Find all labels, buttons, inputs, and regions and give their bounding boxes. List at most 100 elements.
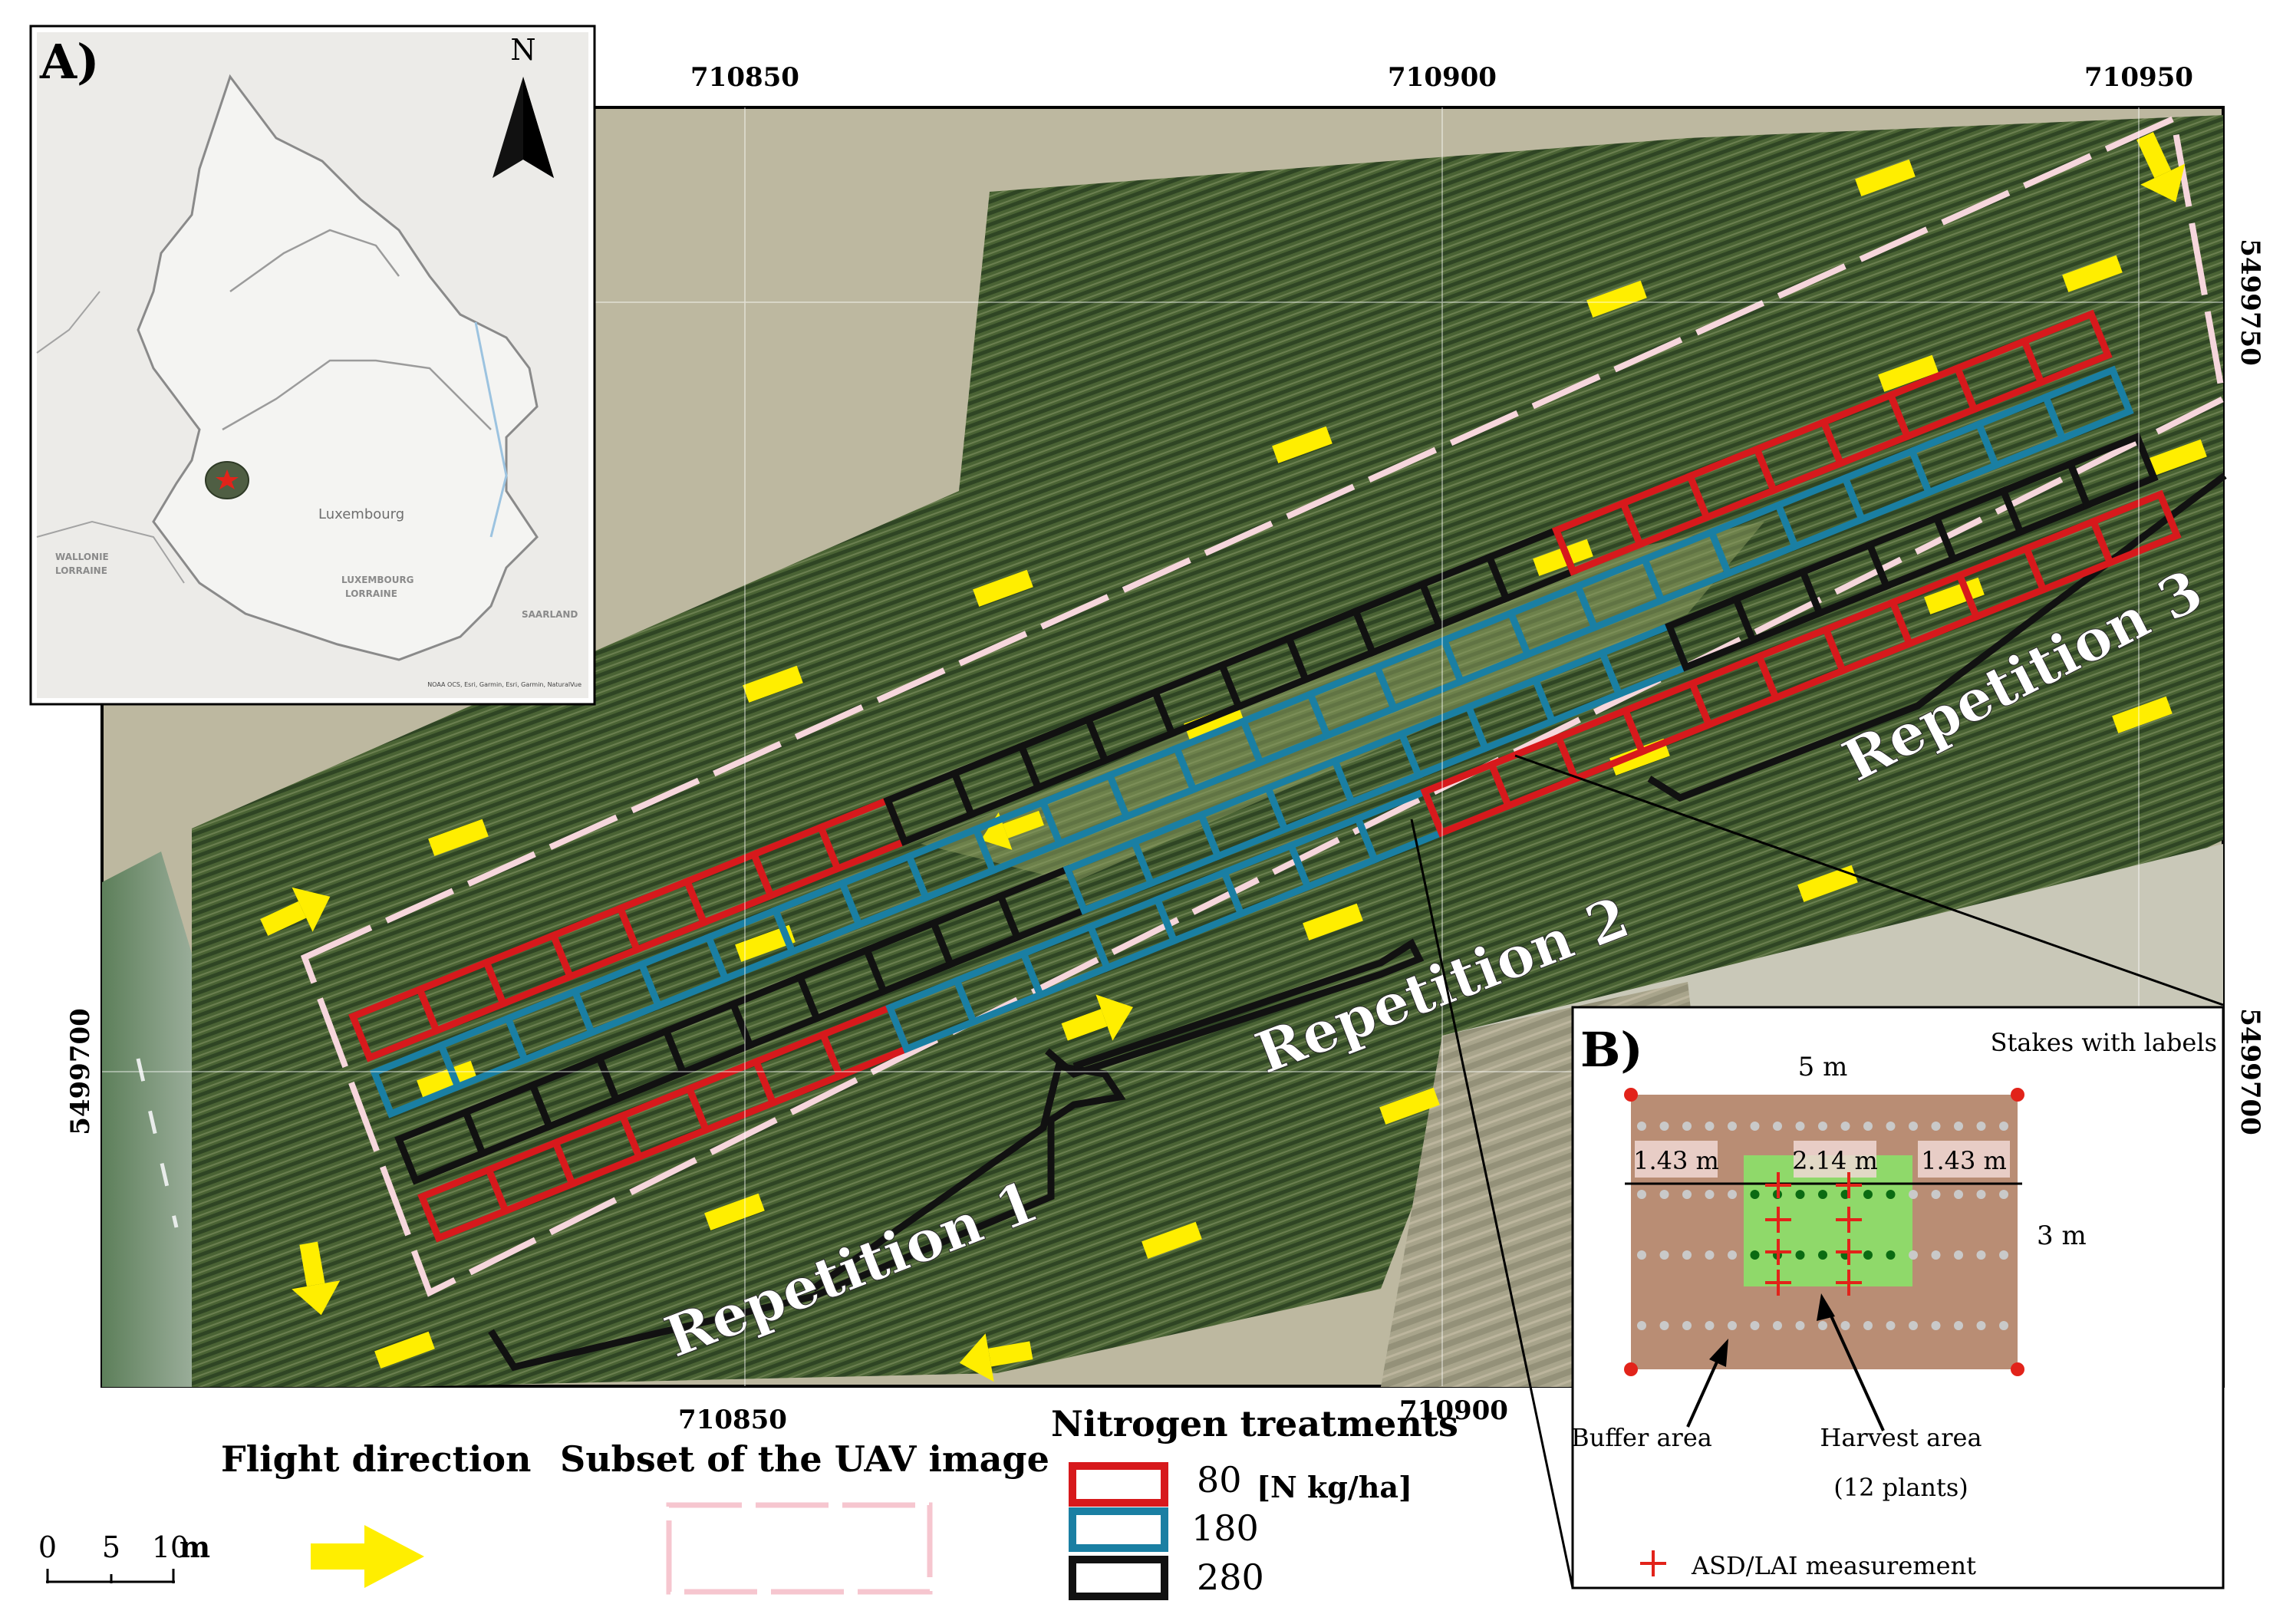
buffer-plant-dot [1728,1122,1737,1131]
buffer-plant-dot [1818,1321,1827,1330]
buffer-plant-dot [1705,1250,1715,1260]
buffer-plant-dot [1773,1122,1782,1131]
buffer-plant-dot [1909,1122,1918,1131]
region-label: WALLONIE [55,552,109,562]
asd-lai-markers [1765,1172,1862,1296]
harvest-plants-label: (12 plants) [1833,1473,1968,1502]
study-site-marker [205,461,249,499]
nitrogen-unit: [N kg/ha] [1257,1470,1412,1504]
buffer-plant-dot [1999,1321,2008,1330]
buffer-plant-dot [1909,1321,1918,1330]
buffer-plant-dot [1659,1122,1669,1131]
buffer-plant-dot [1728,1250,1737,1260]
plot-cell-red [2089,489,2182,568]
buffer-area-label: Buffer area [1571,1423,1712,1452]
river [474,321,508,538]
buffer-plant-dot [1976,1122,1986,1131]
width-label: 5 m [1798,1052,1848,1082]
buffer-plant-dot [1976,1321,1986,1330]
panel-b-label: B) [1580,1022,1643,1078]
x-tick-top: 710850 [690,62,799,93]
central-path [921,522,1764,882]
buffer-plant-dot [1909,1190,1918,1199]
legend-swatch-80 [1069,1462,1168,1507]
buffer-plant-dot [1931,1321,1941,1330]
buffer-plant-dot [1659,1190,1669,1199]
buffer-plant-dot [1682,1190,1692,1199]
harvest-plant-dot [1818,1250,1827,1260]
buffer-plant-dot [1818,1122,1827,1131]
buffer-plant-dot [1976,1250,1986,1260]
buffer-plant-dot [1705,1190,1715,1199]
harvest-plant-dot [1818,1190,1827,1199]
x-tick-top: 710900 [1388,62,1497,93]
harvest-plant-dot [1795,1190,1805,1199]
scale-bar: 0 5 10 m [38,1530,210,1583]
region-label: LUXEMBOURG [341,575,414,585]
buffer-plant-dot [1637,1321,1646,1330]
flight-arrows [260,132,2186,1382]
segment-right-label: 1.43 m [1921,1146,2007,1175]
legend-value-80: 80 [1197,1459,1242,1500]
plot-cell-black [2066,432,2159,510]
buffer-plant-dot [1795,1122,1805,1131]
buffer-plant-dot [1795,1321,1805,1330]
legend-swatch-280 [1069,1556,1168,1600]
country-border [137,74,539,661]
callout-line [1514,754,2224,1006]
y-tick-right: 5499700 [2235,1008,2265,1135]
buffer-plant-dot [1659,1250,1669,1260]
scale-label: 5 [102,1530,120,1564]
harvest-plant-dot [1886,1250,1896,1260]
buffer-plant-dot [1750,1321,1760,1330]
buffer-plant-dot [1863,1122,1873,1131]
plot-cell-red [2020,309,2113,387]
y-axis-left: 5499700 [65,1008,96,1135]
buffer-plant-dot [1954,1122,1963,1131]
repetition-boundaries [488,473,2227,1372]
panel-a-label: A) [39,34,99,90]
panel-a-inset: Luxembourg A) N NOAA OCS, Esri, Garmin, … [29,25,596,706]
buffer-plant-dot [1637,1122,1646,1131]
nitrogen-title: Nitrogen treatments [1051,1403,1458,1444]
segment-left-label: 1.43 m [1633,1146,1719,1175]
buffer-plant-dot [1976,1190,1986,1199]
legend-swatch-180 [1069,1507,1168,1552]
stakes-label: Stakes with labels [1991,1028,2217,1057]
north-label: N [510,33,535,67]
uav-subset-outline [300,114,2227,1297]
segment-mid-label: 2.14 m [1792,1146,1878,1175]
buffer-plant-dot [1931,1250,1941,1260]
x-axis-bottom: 710850 710900 [678,1395,1508,1435]
attribution: NOAA OCS, Esri, Garmin, Esri, Garmin, Na… [427,681,581,688]
x-axis-top: 710850 710900 710950 [690,62,2193,93]
legend: Flight direction Subset of the UAV image… [38,1403,1458,1600]
region-label: LORRAINE [345,588,397,599]
buffer-plant-dot [1931,1122,1941,1131]
region-label: LORRAINE [55,565,107,576]
buffer-plant-dot [1728,1190,1737,1199]
x-tick-bottom: 710900 [1399,1395,1508,1426]
buffer-plant-dot [1705,1122,1715,1131]
buffer-plant-dot [1637,1250,1646,1260]
buffer-plant-dot [1999,1250,2008,1260]
harvest-plant-dot [1886,1190,1896,1199]
scale-label: 0 [38,1530,57,1564]
buffer-plant-dot [1705,1321,1715,1330]
buffer-plant-dot [1682,1122,1692,1131]
panel-b-inset: B) Stakes with labels 5 m 3 m 1.43 m 2.1… [1410,754,2225,1589]
pointer-arrows [1686,1293,1885,1431]
flight-direction-arrow-icon [311,1525,424,1588]
buffer-plant-dot [1840,1122,1850,1131]
buffer-plant-dot [1999,1122,2008,1131]
buffer-plant-dot [1886,1122,1896,1131]
harvest-plant-dot [1795,1250,1805,1260]
buffer-plant-dot [1840,1321,1850,1330]
harvest-area-label: Harvest area [1820,1423,1982,1452]
buffer-plant-dot [1773,1321,1782,1330]
x-tick-top: 710950 [2084,62,2193,93]
buffer-plant-dot [1999,1190,2008,1199]
scale-label: 10 [152,1530,189,1564]
treatment-plots [348,309,2182,1243]
harvest-plant-dot [1750,1190,1760,1199]
